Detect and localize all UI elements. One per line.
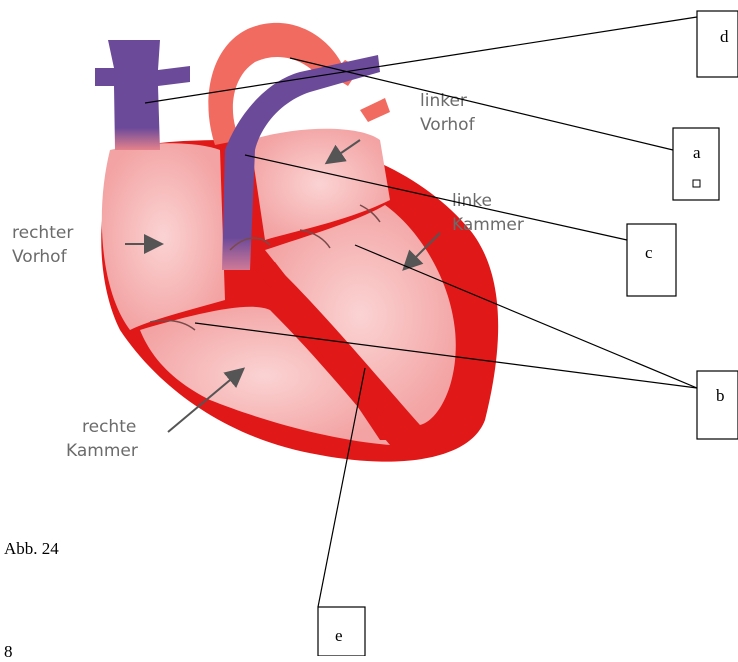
answer-letter-d: d: [720, 27, 729, 46]
answer-letter-b: b: [716, 386, 725, 405]
label-linker-vorhof: linker Vorhof: [420, 91, 476, 135]
label-linke-kammer: linke Kammer: [452, 191, 524, 235]
answer-letter-c: c: [645, 243, 653, 262]
answer-letter-e: e: [335, 626, 343, 645]
label-rechter-vorhof: rechter Vorhof: [12, 223, 79, 267]
figure-caption: Abb. 24: [4, 539, 59, 559]
label-rechte-kammer: rechte Kammer: [66, 417, 142, 461]
answer-box-b[interactable]: [697, 371, 738, 439]
answer-box-a[interactable]: [673, 128, 719, 200]
answer-box-d[interactable]: [697, 11, 738, 77]
answer-letter-a: a: [693, 143, 701, 162]
page-number: 8: [4, 642, 13, 662]
vena-cava: [95, 40, 190, 150]
right-atrium: [102, 143, 225, 330]
